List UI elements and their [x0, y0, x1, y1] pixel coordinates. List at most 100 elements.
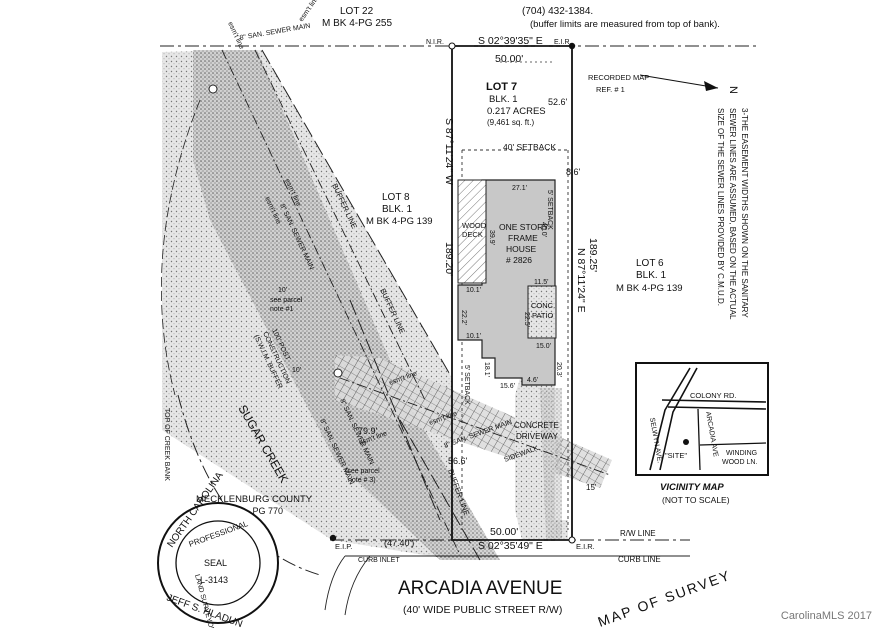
house-line-2: FRAME — [508, 233, 538, 243]
house-dim-156: 15.6' — [500, 383, 515, 390]
note3-b: note # 3) — [348, 477, 376, 484]
pin-ne — [568, 42, 576, 50]
side-setback-w: 5' SETBACK — [463, 365, 470, 405]
dim-566: 56.6' — [448, 456, 468, 466]
dim-799: 79.9' — [358, 426, 378, 436]
vicinity-colony: COLONY RD. — [690, 391, 737, 400]
buffer-line-b — [349, 299, 441, 521]
curb-arc-2 — [344, 555, 371, 616]
house-dim-20: 20.3' — [555, 362, 562, 377]
sewer-centerline-b — [254, 49, 426, 401]
seal-inner-ring — [175, 520, 261, 606]
north-width: 50.00' — [495, 53, 523, 65]
vicinity-winding-2: WOOD LN. — [722, 459, 757, 466]
winding-road — [699, 442, 767, 446]
selwyn-road-2 — [659, 367, 698, 471]
sewer-easement-main — [193, 50, 500, 560]
marker-nip: N.I.R. — [426, 39, 444, 46]
house-line-3: HOUSE — [506, 244, 537, 254]
lot7-name: LOT 7 — [486, 81, 517, 93]
header-phone: (704) 432-1384. — [522, 6, 593, 17]
vicinity-subtitle: (NOT TO SCALE) — [662, 495, 730, 505]
south-bearing: S 02°35'49" E — [478, 540, 543, 552]
note3-line-1: 3-THE EASEMENT WIDTHS SHOWN ON THE SANIT… — [740, 108, 749, 318]
dim-10b-easement: 10' — [292, 367, 301, 374]
house-dim-right: 40.0' — [540, 222, 547, 237]
vicinity-site: "SITE" — [665, 451, 687, 460]
east-length: 189.25' — [587, 238, 599, 272]
seal-number: L-3143 — [200, 575, 228, 585]
colony-road-2 — [667, 406, 767, 410]
conc-patio — [527, 285, 557, 339]
wood-deck — [457, 179, 487, 284]
creek-arc — [177, 394, 321, 576]
house-dim-top: 27.1' — [512, 185, 527, 192]
lot7-block: BLK. 1 — [489, 94, 518, 105]
buffer-line-a — [261, 49, 453, 379]
note1-b: note #1 — [270, 306, 293, 313]
marker-eir-ne: E.I.R. — [554, 39, 572, 46]
lot8-name: LOT 8 — [382, 192, 410, 203]
lot8-block: BLK. 1 — [382, 204, 412, 215]
east-bearing: N 87°11'24" E — [575, 248, 587, 313]
pin-sw — [329, 534, 337, 542]
curb-inlet-label: CURB INLET — [358, 557, 400, 564]
street-dist: (47.40') — [384, 538, 414, 548]
seal-word: SEAL — [204, 558, 227, 568]
north-arrow-label: N — [727, 86, 739, 94]
dim-86: 8.6' — [566, 167, 581, 177]
arcadia-road — [697, 408, 701, 471]
house-dim-10b: 10.1' — [466, 333, 481, 340]
house-dim-18: 18.1' — [483, 362, 490, 377]
setback-40: 40' SETBACK — [503, 142, 556, 152]
street-desc: (40' WIDE PUBLIC STREET R/W) — [403, 604, 562, 616]
marker-eip: E.I.P. — [335, 542, 352, 551]
pin-se — [568, 536, 576, 544]
north-arrow-head — [704, 81, 718, 91]
patio-line-1: CONC. — [531, 301, 555, 310]
vicinity-frame — [635, 362, 769, 476]
house-dim-22: 22.5' — [523, 312, 530, 327]
driveway-strip — [540, 388, 562, 540]
lot6-block: BLK. 1 — [636, 270, 666, 281]
lot6-book: M BK 4-PG 139 — [616, 283, 683, 294]
house-dim-left-lower: 22.2' — [460, 310, 467, 325]
creek-bank-arc — [161, 99, 201, 396]
vicinity-map: COLONY RD. SELWYN AVE. ARCADIA AVE "SITE… — [635, 362, 769, 505]
deck-line-2: DECK — [462, 230, 483, 239]
lot7-acres: 0.217 ACRES — [487, 106, 546, 117]
note1-a: see parcel — [270, 297, 303, 304]
header-buffer-note: (buffer limits are measured from top of … — [530, 19, 720, 30]
note3-a: (see parcel — [345, 468, 380, 475]
creek-top: TOP OF CREEK BANK — [163, 408, 170, 481]
house-dim-15: 15.0' — [536, 343, 551, 350]
dim-52: 52.6' — [548, 97, 568, 107]
buffer-line-c — [399, 419, 481, 561]
recorded-map-line-1: RECORDED MAP — [588, 73, 649, 82]
recorded-map-line-2: REF. # 1 — [596, 85, 625, 94]
side-setback-e: 5' SETBACK — [546, 190, 553, 230]
sewer-centerline-c — [339, 377, 611, 476]
map-title: MAP OF SURVEY — [596, 567, 734, 628]
selwyn-road — [649, 367, 691, 471]
driveway-line-1: CONCRETE — [514, 421, 559, 430]
lot22-book: M BK 4-PG 255 — [322, 18, 392, 29]
west-bearing: S 87°11'24" W — [443, 118, 455, 185]
dim-10a-easement: 10' — [278, 287, 287, 294]
street-name: ARCADIA AVENUE — [398, 578, 562, 599]
manhole-2 — [333, 368, 343, 378]
lot8-book: M BK 4-PG 139 — [366, 216, 433, 227]
curb-line-label: CURB LINE — [618, 555, 661, 564]
marker-eir-se: E.I.R. — [576, 542, 595, 551]
driveway-line-2: DRIVEWAY — [516, 432, 558, 441]
rw-line-label: R/W LINE — [620, 529, 656, 538]
sewer-label-1: 8" SAN. SEWER MAIN — [239, 23, 311, 42]
mls-watermark: CarolinaMLS 2017 — [780, 610, 872, 622]
south-width: 50.00' — [490, 526, 518, 538]
lot22-name: LOT 22 — [340, 6, 374, 17]
lot7-sqft: (9,461 sq. ft.) — [487, 118, 534, 127]
sewer-centerline-a — [221, 49, 461, 556]
manhole-1 — [208, 84, 218, 94]
deck-line-1: WOOD — [462, 221, 487, 230]
patio-line-2: PATIO — [532, 311, 554, 320]
